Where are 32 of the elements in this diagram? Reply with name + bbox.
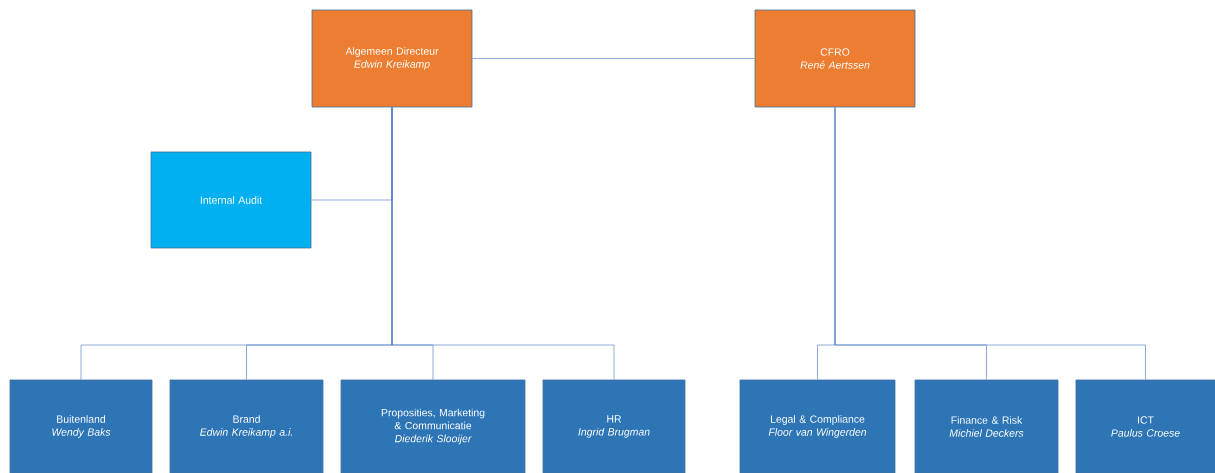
- heading-text: Brand: [233, 415, 260, 423]
- org-box: [340, 379, 526, 473]
- person-name: Edwin Kreikamp: [354, 60, 430, 70]
- person-name: Ingrid Brugman: [578, 427, 650, 438]
- heading-text: Proposities, Marketing & Communicatie: [381, 408, 485, 430]
- person-name: Michiel Deckers: [949, 429, 1024, 437]
- connector-line: [472, 58, 755, 59]
- heading-text: Algemeen Directeur: [345, 47, 439, 57]
- org-box: [739, 379, 896, 473]
- heading-text: HR: [607, 415, 622, 423]
- heading-text: Internal Audit: [200, 196, 263, 204]
- heading-text: Finance & Risk: [951, 416, 1023, 424]
- person-name: René Aertssen: [800, 60, 870, 69]
- person-name: Diederik Slooijer: [394, 434, 472, 445]
- org-box: [169, 379, 324, 473]
- org-box: [311, 9, 473, 108]
- heading-text: Legal & Compliance: [770, 415, 865, 425]
- person-name: Wendy Baks: [52, 428, 111, 438]
- org-box: [1075, 379, 1215, 473]
- org-box: [542, 379, 686, 473]
- connector-line: [391, 107, 615, 380]
- org-box: [150, 151, 312, 249]
- person-name: Edwin Kreikamp a.i.: [200, 428, 292, 438]
- heading-text: Buitenland: [57, 415, 106, 423]
- person-name: Paulus Croese: [1111, 429, 1180, 437]
- heading-text: ICT: [1138, 416, 1154, 424]
- connector-line: [834, 107, 1146, 380]
- heading-text: CFRO: [820, 48, 850, 56]
- org-box: [9, 379, 153, 473]
- person-name: Floor van Wingerden: [768, 428, 867, 438]
- org-box: [754, 9, 916, 108]
- org-box: [914, 379, 1059, 473]
